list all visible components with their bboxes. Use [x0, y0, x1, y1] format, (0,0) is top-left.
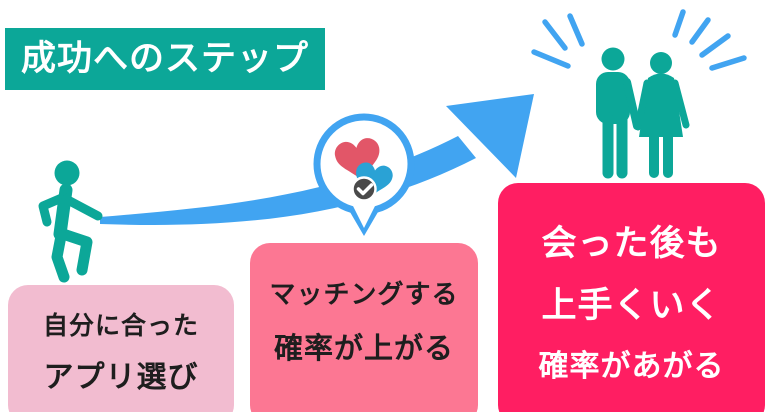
man-icon: [596, 47, 641, 179]
couple-icon: [531, 9, 747, 179]
step-3-line-3: 確率があがる: [538, 350, 725, 383]
step-1-line-2: アプリ選び: [43, 361, 199, 394]
woman-icon: [634, 52, 690, 178]
walking-person-icon: [38, 160, 103, 283]
step-box-after-meeting: 会った後も 上手くいく 確率があがる: [498, 183, 765, 412]
step-3-line-1: 会った後も: [541, 224, 722, 263]
step-3-line-2: 上手くいく: [541, 286, 722, 325]
step-box-matching: マッチングする 確率が上がる: [250, 243, 478, 412]
step-box-choose-app: 自分に合った アプリ選び: [8, 285, 234, 412]
step-2-line-1: マッチングする: [269, 279, 459, 309]
hearts-match-bubble-icon: [313, 113, 415, 236]
sparkle-rays-icon: [531, 9, 747, 71]
step-2-line-2: 確率が上がる: [273, 333, 454, 365]
step-1-line-1: 自分に合った: [42, 312, 199, 340]
check-icon: [351, 176, 377, 202]
page-title: 成功へのステップ: [5, 28, 325, 90]
